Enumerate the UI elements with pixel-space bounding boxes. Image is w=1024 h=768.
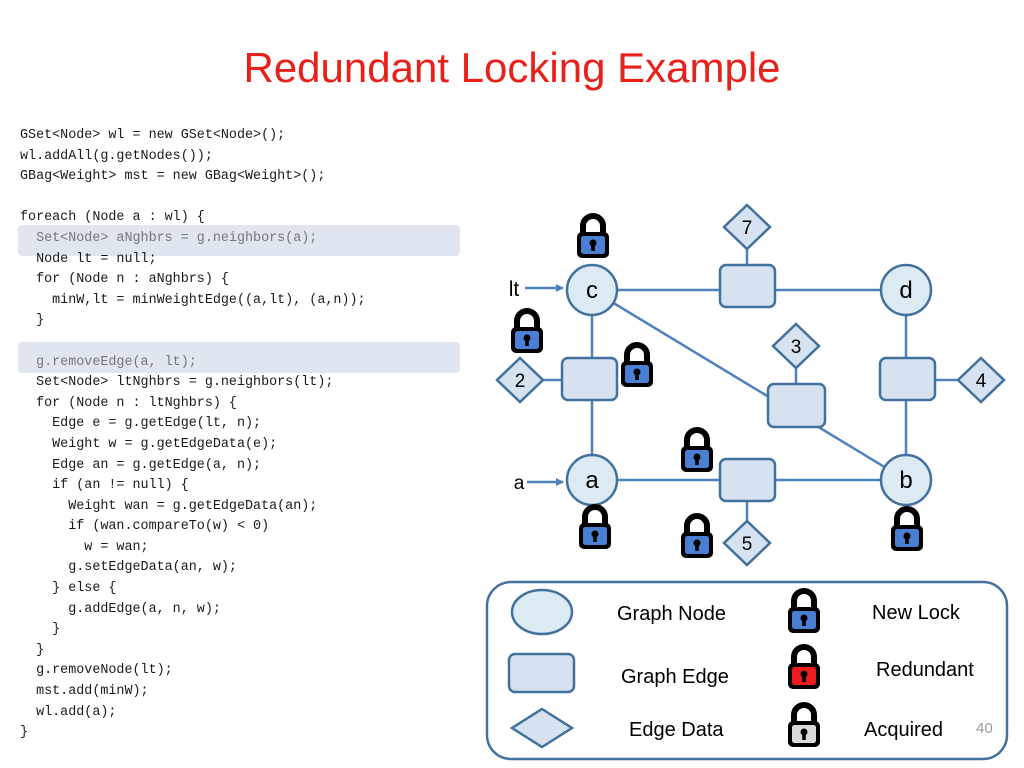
code-line: } else {	[20, 581, 117, 597]
edge-data-4	[956, 356, 1006, 404]
code-line: Edge e = g.getEdge(lt, n);	[20, 416, 262, 432]
legend-graph-edge-label: Graph Edge	[621, 666, 729, 688]
code-line: Set<Node> ltNghbrs = g.neighbors(lt);	[20, 375, 334, 391]
code-line: minW,lt = minWeightEdge((a,lt), (a,n));	[20, 292, 366, 308]
padlock-icon	[577, 213, 609, 258]
edge-data-7-label: 7	[742, 218, 753, 239]
code-line: for (Node n : ltNghbrs) {	[20, 395, 237, 411]
edge-data-3	[771, 322, 821, 370]
legend-edge-data-label: Edge Data	[629, 719, 724, 741]
graph-edge-c-b	[766, 382, 827, 429]
a-pointer-label: a	[514, 473, 525, 494]
graph-edge-a-b	[718, 457, 777, 503]
code-line: if (an != null) {	[20, 478, 189, 494]
edge-data-5-label: 5	[742, 534, 753, 555]
legend-edge-data-swatch	[509, 707, 575, 749]
code-line: Weight wan = g.getEdgeData(an);	[20, 498, 318, 514]
code-line: wl.add(a);	[20, 704, 117, 720]
code-line: }	[20, 313, 45, 329]
legend-acquired-lock-icon	[788, 702, 820, 747]
legend-acquired-label: Acquired	[864, 719, 943, 741]
code-line: Edge an = g.getEdge(a, n);	[20, 457, 262, 473]
legend-new-lock-icon	[788, 588, 820, 633]
graph-node-c	[565, 263, 619, 317]
code-listing: GSet<Node> wl = new GSet<Node>(); wl.addA…	[20, 126, 366, 744]
code-line: g.removeNode(lt);	[20, 663, 173, 679]
code-line: }	[20, 642, 45, 658]
code-line: if (wan.compareTo(w) < 0)	[20, 519, 270, 535]
code-line: GSet<Node> wl = new GSet<Node>();	[20, 128, 286, 143]
code-highlight-neighbors	[18, 225, 460, 256]
code-line: }	[20, 622, 61, 638]
padlock-icon	[891, 506, 923, 551]
graph-node-d	[879, 263, 933, 317]
graph-edge-d-b	[878, 356, 937, 402]
edge-data-5	[722, 519, 772, 567]
code-line: mst.add(minW);	[20, 684, 149, 700]
legend-graph-node-label: Graph Node	[617, 603, 726, 625]
code-line: g.removeEdge(a, lt);	[20, 354, 197, 370]
code-line: g.setEdgeData(an, w);	[20, 560, 237, 576]
slide-title: Redundant Locking Example	[243, 44, 781, 91]
edge-data-7	[722, 203, 772, 251]
code-line: Weight w = g.getEdgeData(e);	[20, 436, 278, 452]
padlock-icon	[681, 427, 713, 472]
graph-edge-boxes	[560, 263, 937, 503]
graph-node-b-label: b	[899, 467, 912, 494]
edge-data-3-label: 3	[791, 337, 802, 358]
code-line: wl.addAll(g.getNodes());	[20, 148, 213, 164]
padlock-icon	[621, 342, 653, 387]
code-line: w = wan;	[20, 539, 149, 555]
graph-edge-c-d	[718, 263, 777, 309]
legend-graph-node-swatch	[510, 588, 574, 636]
edge-line-c-b	[591, 288, 907, 482]
graph-edge-c-a	[560, 356, 619, 402]
legend-box	[485, 580, 1009, 761]
code-line: Set<Node> aNghbrs = g.neighbors(a);	[20, 230, 318, 246]
code-line: g.addEdge(a, n, w);	[20, 601, 221, 617]
graph-node-b	[879, 453, 933, 507]
legend-graph-edge-swatch	[507, 652, 576, 694]
graph-node-d-label: d	[899, 277, 912, 304]
legend-new-lock-label: New Lock	[872, 602, 961, 624]
edge-data-2-label: 2	[515, 371, 526, 392]
page-number: 40	[976, 720, 993, 737]
padlock-icon	[579, 504, 611, 549]
padlock-icon	[681, 513, 713, 558]
graph-node-c-label: c	[586, 277, 598, 304]
lt-pointer-label: lt	[509, 278, 520, 301]
code-highlight-remove-edge	[18, 342, 460, 373]
legend-redundant-lock-icon	[788, 644, 820, 689]
edge-data-4-label: 4	[976, 371, 987, 392]
code-line: Node lt = null;	[20, 251, 157, 267]
code-line: GBag<Weight> mst = new GBag<Weight>();	[20, 169, 326, 185]
padlock-icon	[511, 308, 543, 353]
legend-redundant-label: Redundant	[876, 659, 974, 681]
code-line: foreach (Node a : wl) {	[20, 210, 205, 226]
edge-data-2	[495, 356, 545, 404]
graph-node-a-label: a	[585, 467, 599, 494]
code-line: }	[20, 725, 29, 741]
code-line: for (Node n : aNghbrs) {	[20, 272, 229, 288]
